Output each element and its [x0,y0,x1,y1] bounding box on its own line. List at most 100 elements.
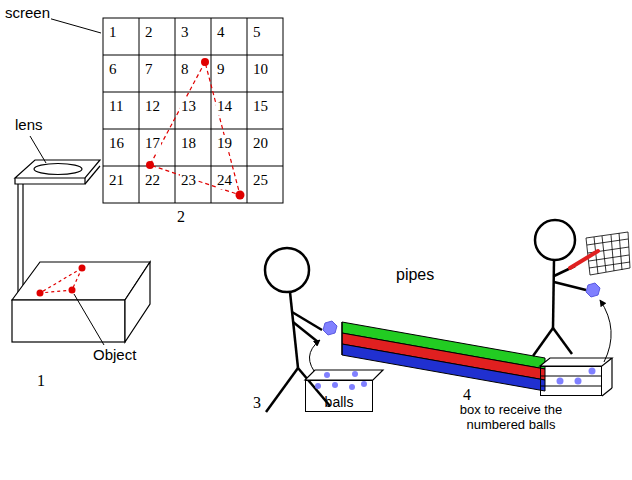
ball [315,383,321,389]
grid-line [589,262,630,268]
red-pen [570,251,598,268]
ball [589,368,596,375]
grid-cell-number: 12 [144,98,161,115]
grid-cell-number: 10 [252,61,269,78]
grid-line [211,18,212,203]
grid-line [587,239,628,245]
grid-cell-number: 18 [180,135,197,152]
arm [292,312,322,330]
grid-line [103,92,283,93]
grid-frame [103,18,283,203]
body [553,260,554,328]
grid-cell-number: 23 [180,172,197,189]
ball [352,371,358,377]
ball [332,382,338,388]
callout-number: 4 [462,386,472,404]
grid-line [175,18,176,203]
object-dot [79,265,86,272]
leader-line [30,136,46,163]
arrow [600,300,611,362]
grid-line [103,166,283,167]
ball [557,378,564,385]
lens-housing [15,160,100,178]
grid-cell-number: 9 [216,61,226,78]
box-top [540,358,612,366]
grid-line [594,237,598,274]
receiving-box: box to receive the numbered balls [540,366,602,396]
leader-line [48,18,101,33]
grid-cell-number: 21 [108,172,125,189]
callout-number: 3 [252,394,262,412]
shelf [541,376,601,377]
leg [266,368,298,412]
callout-number: 2 [176,208,186,226]
object-dot [69,287,76,294]
object-dot [37,290,44,297]
leader-line [74,294,104,345]
box-caption: box to receive the numbered balls [449,403,573,433]
ball [323,321,337,335]
grid-cell-number: 6 [108,61,118,78]
grid-cell-number: 2 [144,24,154,41]
grid-line [589,255,629,261]
grid-cell-number: 5 [252,24,262,41]
grid-line [611,235,614,271]
part-name: pipes [395,266,435,284]
lens [34,164,82,175]
lens-housing [15,178,85,184]
grid-line [103,55,283,56]
grid-cell-number: 8 [180,61,190,78]
ball [349,384,355,390]
part-name: Object [92,346,137,363]
head [265,248,309,292]
projected-triangle [150,62,240,195]
pipe-end [341,322,342,355]
head [535,220,575,260]
image-dot [146,161,154,169]
projector-arm [22,184,23,290]
ball [575,378,582,385]
grid-cell-number: 17 [144,135,161,152]
callout-number: 1 [36,372,46,390]
box-label: balls [325,394,354,410]
object-triangle [40,268,82,293]
grid-cell-number: 1 [108,24,118,41]
grid-cell-number: 11 [108,98,124,115]
ball [324,372,330,378]
shelf [541,386,601,387]
screen-grid [103,18,283,203]
base-front [12,300,125,342]
grid-cell-number: 15 [252,98,269,115]
stick-person [533,220,586,356]
arm [293,322,318,342]
grid-line [103,129,283,130]
grid-cell-number: 3 [180,24,190,41]
arm [554,282,586,290]
body [290,292,298,368]
grid-line [619,233,622,270]
image-dot [201,58,209,66]
grid-cell-number: 25 [252,172,269,189]
grid-cell-number: 20 [252,135,269,152]
ball [586,283,600,297]
grid-cell-number: 22 [144,172,161,189]
grid-line [602,236,606,272]
stick-person [265,248,330,412]
part-name: screen [4,4,51,21]
grid-cell-number: 4 [216,24,226,41]
balls-box: balls [305,380,373,412]
box-edge [602,388,612,396]
leg [533,328,553,356]
grid-cell-number: 16 [108,135,125,152]
grid-cell-number: 24 [216,172,233,189]
grid-line [247,18,248,203]
part-name: lens [14,116,44,133]
lens-housing [85,166,100,184]
box-top [305,370,383,380]
projector-arm [17,184,18,296]
box-edge [611,358,612,388]
grid-cell-number: 19 [216,135,233,152]
ball [361,381,367,387]
base-side [125,262,150,342]
